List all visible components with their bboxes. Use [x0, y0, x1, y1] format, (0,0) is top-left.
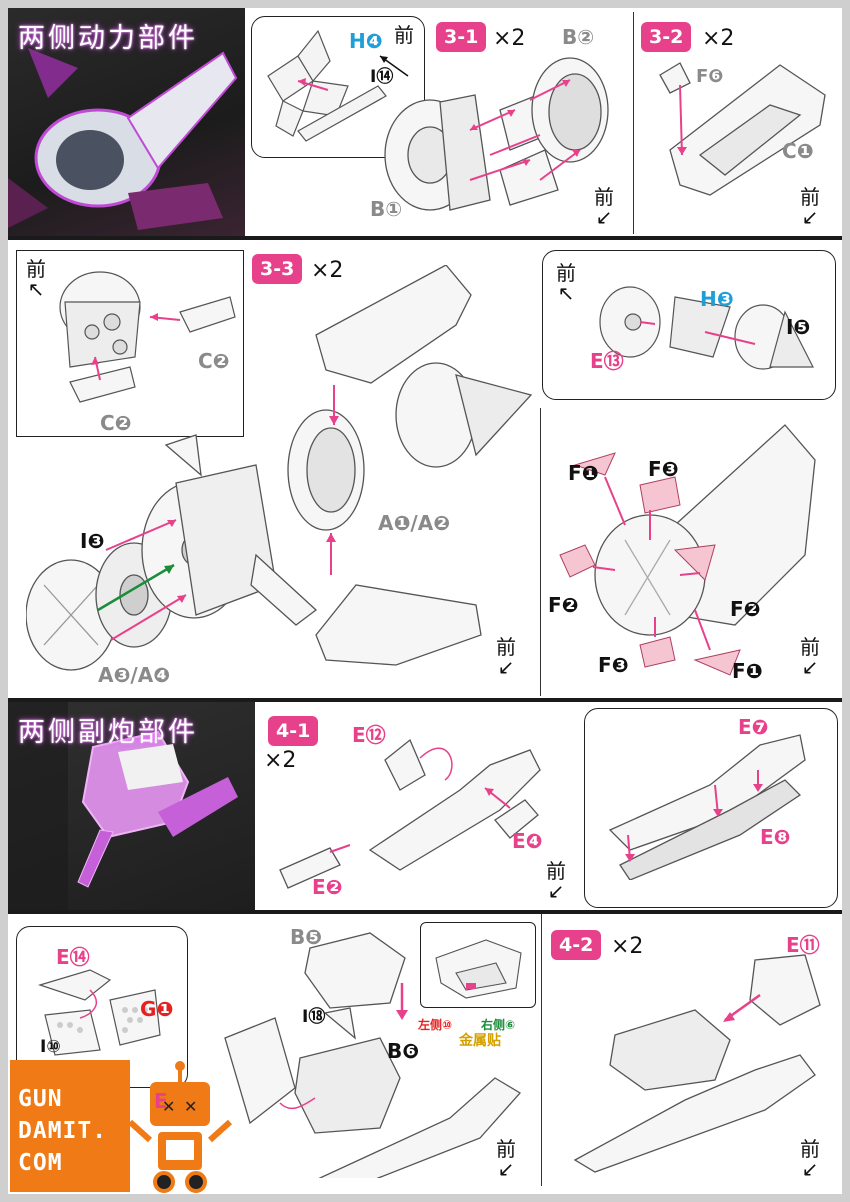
- watermark-line-2: DAMIT.: [18, 1118, 108, 1144]
- part-b1-label: B①: [370, 197, 403, 221]
- part-c1-label: C❶: [782, 139, 814, 163]
- part-f1-label-1: F❶: [568, 461, 599, 485]
- part-e2-label: E❷: [312, 875, 343, 899]
- part-e8-label: E❽: [760, 825, 791, 849]
- step-3-2-badge: 3-2: [641, 22, 692, 52]
- front-indicator-3-3-callout: 前↖: [26, 257, 46, 301]
- part-i18-label: I⑱: [302, 1007, 326, 1027]
- engine-section-title: 两侧动力部件: [18, 23, 198, 54]
- engine-hero-image: 两侧动力部件: [8, 8, 245, 236]
- part-g1-label: G❶: [140, 997, 174, 1021]
- step-3-1-badge: 3-1: [436, 22, 487, 52]
- step-3-3-cone-graphic: [599, 286, 814, 370]
- front-indicator-3-2: 前↙: [800, 185, 820, 229]
- part-e14-label: E⑭: [56, 945, 90, 969]
- step-3-1-assembly-graphic: [384, 57, 609, 211]
- watermark-line-3: COM: [18, 1150, 63, 1176]
- decal-right-label: 右侧⑥: [481, 1018, 516, 1032]
- part-e-partial-label: E: [154, 1089, 168, 1113]
- divider-3-3-right: [540, 408, 541, 696]
- part-e12-label: E⑫: [352, 723, 386, 747]
- front-indicator-4-2-left: 前↙: [496, 1137, 516, 1181]
- part-a1-a2-label: A❶/A❷: [378, 511, 451, 535]
- step-3-1-detail-graphic: [267, 29, 409, 142]
- step-3-2-assembly-graphic: [659, 62, 826, 196]
- step-4-2-callout-graphic: [38, 969, 161, 1056]
- decal-detail-graphic: [435, 939, 522, 999]
- part-b2-label: B②: [562, 25, 595, 49]
- front-indicator-cone-callout: 前↖: [556, 261, 576, 305]
- step-3-1-count: ×2: [493, 26, 526, 51]
- part-e7-label: E❼: [738, 715, 769, 739]
- part-b6-label: B❻: [387, 1039, 420, 1063]
- section-divider-3: [8, 910, 842, 914]
- part-e4-label: E❹: [512, 829, 543, 853]
- front-indicator-3-1-detail: 前: [394, 23, 414, 47]
- part-f6-label: F❻: [696, 66, 724, 87]
- part-f3-label-2: F❸: [598, 653, 629, 677]
- cannon-render-graphic: [8, 702, 238, 910]
- step-3-3-armor-graphic: [559, 424, 816, 676]
- step-3-3-callout-graphic: [59, 271, 236, 403]
- step-3-2-count: ×2: [702, 26, 735, 51]
- step-4-2-right-graphic: [573, 954, 821, 1173]
- part-i14-label: I⑭: [370, 67, 394, 87]
- gundamit-watermark-logo: GUN DAMIT. COM ✕ ✕ E: [10, 1060, 250, 1196]
- step-4-2-badge: 4-2: [551, 930, 602, 960]
- divider-3-1-3-2: [633, 12, 634, 234]
- part-f1-label-2: F❶: [732, 659, 763, 683]
- watermark-line-1: GUN: [18, 1086, 63, 1112]
- part-e13-label: E⑬: [590, 349, 624, 373]
- part-i10-label: I⑩: [40, 1037, 61, 1057]
- cannon-section-title: 两侧副炮部件: [18, 717, 198, 748]
- part-h3-label: H❸: [700, 287, 734, 311]
- section-divider-1: [8, 236, 842, 240]
- part-a3-a4-label: A❸/A❹: [98, 663, 171, 687]
- step-4-1-detail-graphic: [608, 734, 806, 880]
- part-i3-label: I❸: [80, 529, 105, 553]
- step-4-2-assembly-graphic: [224, 932, 522, 1178]
- step-3-3-main-graphic: [26, 265, 533, 671]
- step-3-3-badge: 3-3: [252, 254, 303, 284]
- decal-left-number: ⑩: [442, 1018, 453, 1032]
- part-c2-label-2: C❷: [100, 411, 132, 435]
- section-divider-2: [8, 698, 842, 702]
- front-indicator-3-3-armor: 前↙: [800, 635, 820, 679]
- part-i5-label: I❺: [786, 315, 811, 339]
- step-4-1-count: ×2: [264, 748, 297, 773]
- step-3-3-count: ×2: [311, 258, 344, 283]
- part-b5-label: B❺: [290, 925, 323, 949]
- front-indicator-3-3: 前↙: [496, 635, 516, 679]
- decal-metal-sticker-title: 金属贴: [459, 1033, 501, 1049]
- part-f2-label-2: F❷: [730, 597, 761, 621]
- front-indicator-3-1: 前↙: [594, 185, 614, 229]
- decal-left-label: 左侧⑩: [418, 1018, 453, 1032]
- front-indicator-4-2: 前↙: [800, 1137, 820, 1181]
- part-e11-label: E⑪: [786, 933, 820, 957]
- part-h4-label: H❹: [349, 29, 383, 53]
- part-f3-label-1: F❸: [648, 457, 679, 481]
- svg-text:✕: ✕: [184, 1097, 197, 1116]
- decal-right-number: ⑥: [505, 1018, 516, 1032]
- divider-4-2: [541, 914, 542, 1186]
- part-c2-label-1: C❷: [198, 349, 230, 373]
- engine-render-graphic: [8, 48, 238, 230]
- step-4-1-assembly-graphic: [279, 738, 541, 889]
- step-4-2-count: ×2: [611, 934, 644, 959]
- cannon-hero-image: 两侧副炮部件: [8, 702, 255, 910]
- front-indicator-4-1: 前↙: [546, 859, 566, 903]
- svg-text:✕: ✕: [162, 1097, 175, 1116]
- part-f2-label-1: F❷: [548, 593, 579, 617]
- step-4-1-badge: 4-1: [268, 716, 319, 746]
- robot-mascot-icon: ✕ ✕: [127, 1061, 233, 1193]
